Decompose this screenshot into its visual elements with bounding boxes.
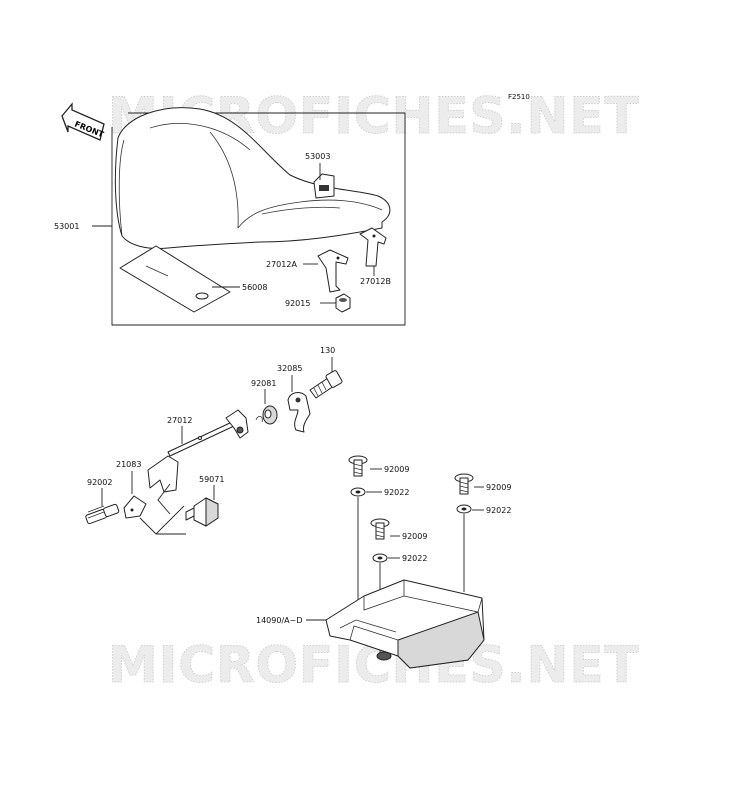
spring-92081 [255, 405, 278, 425]
bracket-21083 [123, 455, 179, 519]
label-53001: 53001 [54, 222, 79, 231]
nut-92015 [335, 293, 351, 313]
seat-group-frame [111, 112, 406, 326]
label-32085: 32085 [277, 364, 302, 373]
washer-92022-a [350, 487, 366, 497]
seat-latch-53003 [313, 173, 335, 199]
label-92022-a: 92022 [384, 488, 409, 497]
clamp-27012a [317, 249, 349, 293]
label-27012b: 27012B [360, 277, 391, 286]
bolt-130 [309, 370, 343, 399]
label-21083: 21083 [116, 460, 141, 469]
label-92009-a: 92009 [384, 465, 409, 474]
seat-label-56008 [119, 245, 231, 313]
clamp-27012b [359, 227, 387, 267]
cover-14090 [325, 579, 485, 669]
label-92002: 92002 [87, 478, 112, 487]
label-92009-c: 92009 [486, 483, 511, 492]
label-92022-b: 92022 [402, 554, 427, 563]
label-53003: 53003 [305, 152, 330, 161]
screw-92009-b [370, 518, 390, 540]
washer-92022-b [372, 553, 388, 563]
label-130: 130 [320, 346, 335, 355]
front-arrow-icon: FRONT [61, 102, 105, 141]
screw-92009-a [348, 455, 368, 477]
seat-drawing [114, 107, 391, 249]
screw-92009-c [454, 473, 474, 495]
label-59071: 59071 [199, 475, 224, 484]
lock-32085 [287, 392, 311, 433]
label-27012a: 27012A [266, 260, 297, 269]
label-92022-c: 92022 [486, 506, 511, 515]
label-56008: 56008 [242, 283, 267, 292]
label-92009-b: 92009 [402, 532, 427, 541]
key-59071 [185, 497, 219, 527]
label-14090: 14090/A~D [256, 616, 302, 625]
washer-92022-c [456, 504, 472, 514]
bolt-92002 [85, 503, 120, 525]
label-92015: 92015 [285, 299, 310, 308]
label-92081: 92081 [251, 379, 276, 388]
label-27012: 27012 [167, 416, 192, 425]
rod-27012 [167, 409, 249, 457]
diagram-code: F2510 [508, 93, 530, 101]
